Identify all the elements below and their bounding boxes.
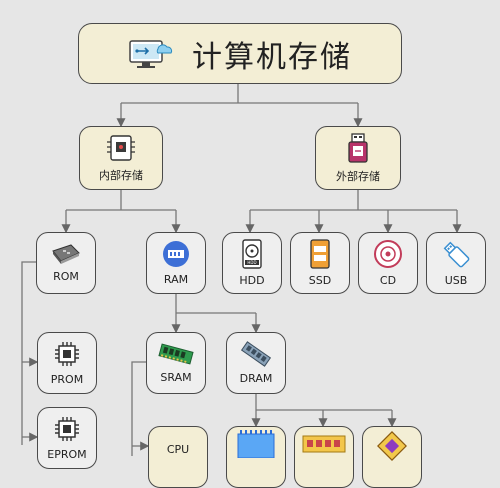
eprom-node: EPROM (37, 407, 97, 469)
cpu-label: CPU (166, 443, 190, 456)
connector-lines (21, 84, 462, 456)
memory-stick-icon (302, 435, 346, 453)
usb-node: USB (426, 232, 486, 294)
hdd-label: HDD (239, 274, 265, 287)
memory-stick-node (294, 426, 354, 488)
hdd-node: HDD HDD (222, 232, 282, 294)
internal-storage-node: 内部存储 (79, 126, 163, 190)
blue-chip-icon (237, 430, 275, 458)
ssd-node: SSD (290, 232, 350, 294)
internal-storage-label: 内部存储 (99, 168, 143, 182)
sram-module-icon (158, 343, 194, 365)
cd-label: CD (379, 274, 397, 287)
dram-label: DRAM (239, 372, 273, 385)
hdd-icon: HDD (242, 239, 262, 269)
chip-node (226, 426, 286, 488)
ssd-icon (310, 239, 330, 269)
rom-label: ROM (53, 270, 79, 283)
processor-node (362, 426, 422, 488)
usb-flash-drive-icon (348, 132, 368, 163)
dram-node: DRAM (226, 332, 286, 394)
rom-chip-icon (52, 244, 80, 264)
cpu-chip-icon (55, 417, 79, 441)
cd-icon (374, 240, 402, 268)
external-storage-node: 外部存储 (315, 126, 401, 190)
prom-node: PROM (37, 332, 97, 394)
cpu-node: CPU (148, 426, 208, 488)
ram-node: RAM (146, 232, 206, 294)
sram-node: SRAM (146, 332, 206, 394)
ssd-label: SSD (308, 274, 332, 287)
usb-drive-icon (443, 241, 470, 268)
svg-text:HDD: HDD (247, 260, 256, 265)
root-node: 计算机存储 (78, 23, 402, 84)
monitor-cloud-usb-icon (129, 39, 173, 68)
cpu-chip-icon (55, 342, 79, 366)
processor-icon (377, 431, 407, 461)
sram-label: SRAM (160, 371, 192, 384)
eprom-label: EPROM (47, 448, 87, 461)
ram-label: RAM (163, 273, 189, 286)
rom-node: ROM (36, 232, 96, 294)
dram-module-icon (240, 341, 272, 367)
ram-module-icon (163, 241, 189, 267)
motherboard-chip-icon (107, 134, 135, 161)
cd-node: CD (358, 232, 418, 294)
external-storage-label: 外部存储 (336, 169, 380, 183)
root-title: 计算机存储 (192, 39, 352, 75)
prom-label: PROM (50, 373, 84, 386)
usb-label: USB (444, 274, 468, 287)
